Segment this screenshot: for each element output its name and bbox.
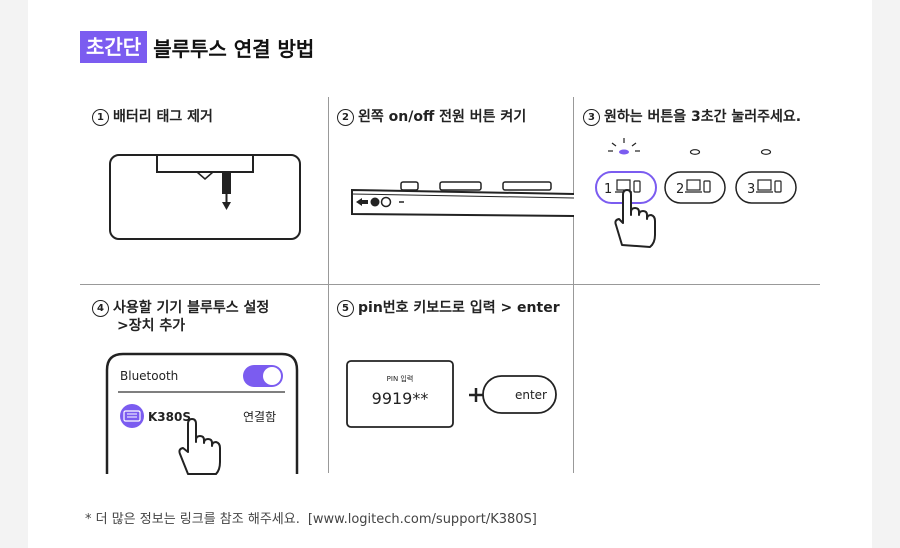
- step-1-text: 배터리 태그 제거: [113, 109, 213, 125]
- footer-note: * 더 많은 정보는 링크를 참조 해주세요. [www.logitech.com…: [85, 508, 537, 527]
- footer-note-text: * 더 많은 정보는 링크를 참조 해주세요.: [85, 512, 300, 527]
- step-5-number: 5: [337, 300, 354, 317]
- channel-button-2: [664, 171, 726, 204]
- device-name: K380S: [148, 410, 191, 424]
- channel-button-3: [735, 171, 797, 204]
- step-5-heading: 5 pin번호 키보드로 입력 > enter: [337, 299, 560, 317]
- step-2-text: 왼쪽 on/off 전원 버튼 켜기: [358, 109, 527, 125]
- grid-divider-v2: [573, 97, 574, 473]
- power-switch-illustration: [351, 181, 574, 217]
- led-2-icon: [689, 149, 701, 155]
- pin-label: PIN 입력: [387, 375, 414, 383]
- step-1-number: 1: [92, 109, 109, 126]
- plus-icon: [469, 388, 483, 402]
- battery-tag-illustration: [109, 154, 301, 240]
- left-margin: [0, 0, 28, 548]
- title-text: 블루투스 연결 방법: [153, 36, 315, 61]
- channel-buttons-illustration: 1 2 3: [595, 138, 797, 248]
- step-3-number: 3: [583, 109, 600, 126]
- right-margin: [872, 0, 900, 548]
- page-title: 초간단 블루투스 연결 방법: [80, 30, 314, 64]
- step-4-text-line1: 사용할 기기 블루투스 설정: [113, 300, 270, 316]
- pointer-hand-icon: [614, 189, 656, 248]
- led-1-active-icon: [608, 138, 640, 155]
- step-5-text: pin번호 키보드로 입력 > enter: [358, 300, 560, 316]
- device-icon: [756, 179, 782, 193]
- phone-settings-illustration: Bluetooth K380S 연결함: [105, 352, 299, 475]
- pin-box: [346, 360, 454, 428]
- title-badge: 초간단: [80, 31, 148, 63]
- enter-key: [482, 375, 557, 414]
- step-4-number: 4: [92, 300, 109, 317]
- device-icon: [685, 179, 711, 193]
- step-4-text-line2: >장치 추가: [117, 318, 186, 334]
- enter-key-label: enter: [515, 388, 547, 402]
- keyboard-device-icon: [120, 404, 144, 428]
- support-link[interactable]: [www.logitech.com/support/K380S]: [307, 512, 537, 527]
- pin-code: 9919**: [372, 389, 429, 408]
- step-2-number: 2: [337, 109, 354, 126]
- channel-button-3-label: 3: [747, 182, 755, 197]
- bluetooth-setting-label: Bluetooth: [120, 369, 178, 383]
- channel-button-1-label: 1: [604, 182, 612, 197]
- grid-divider-h: [80, 284, 820, 285]
- step-2-heading: 2 왼쪽 on/off 전원 버튼 켜기: [337, 108, 526, 126]
- channel-button-2-label: 2: [676, 182, 684, 197]
- step-3-text: 원하는 버튼을 3초간 눌러주세요.: [604, 109, 802, 125]
- step-1-heading: 1 배터리 태그 제거: [92, 108, 213, 126]
- device-status: 연결함: [243, 410, 276, 424]
- bluetooth-toggle-knob: [263, 367, 281, 385]
- grid-divider-v1: [328, 97, 329, 473]
- step-3-heading: 3 원하는 버튼을 3초간 눌러주세요.: [583, 108, 801, 126]
- led-3-icon: [760, 149, 772, 155]
- step-4-heading: 4 사용할 기기 블루투스 설정 >장치 추가: [92, 299, 269, 335]
- tap-hand-icon: [178, 418, 221, 475]
- pin-entry-illustration: PIN 입력 9919** enter: [346, 360, 557, 428]
